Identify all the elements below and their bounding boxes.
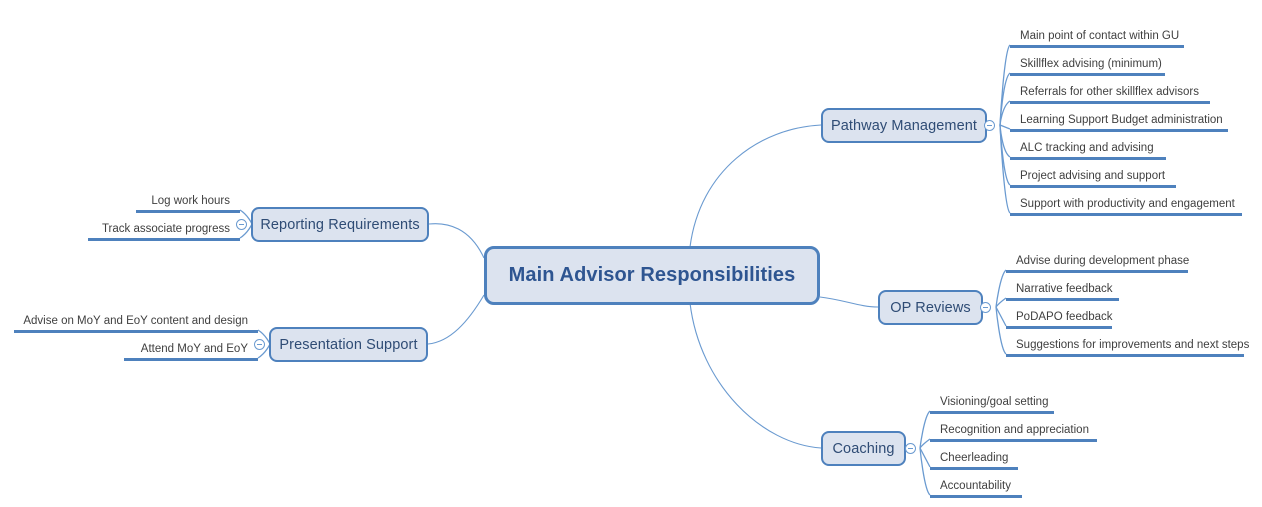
leaf-underline bbox=[1010, 213, 1242, 216]
leaf-label: Cheerleading bbox=[940, 452, 1009, 464]
collapse-toggle-presentation-support[interactable] bbox=[254, 339, 265, 350]
leaf-underline bbox=[1006, 298, 1119, 301]
leaf-label: Project advising and support bbox=[1020, 170, 1166, 182]
branch-node-reporting-requirements[interactable]: Reporting Requirements bbox=[251, 207, 429, 242]
branch-node-coaching[interactable]: Coaching bbox=[821, 431, 906, 466]
edge-coaching-child-2 bbox=[919, 447, 931, 468]
edge-coaching-child-0 bbox=[919, 410, 931, 449]
edge-root-reporting-requirements bbox=[428, 223, 485, 259]
edge-root-presentation-support bbox=[427, 294, 485, 345]
branch-node-pathway-management[interactable]: Pathway Management bbox=[821, 108, 987, 143]
branch-node-presentation-support[interactable]: Presentation Support bbox=[269, 327, 428, 362]
leaf-underline bbox=[1010, 185, 1176, 188]
leaf-node[interactable]: Attend MoY and EoY bbox=[124, 335, 258, 361]
leaf-underline bbox=[1010, 129, 1228, 132]
leaf-underline bbox=[1006, 326, 1112, 329]
edge-op-reviews-child-3 bbox=[995, 306, 1007, 355]
leaf-label: ALC tracking and advising bbox=[1020, 142, 1154, 154]
leaf-underline bbox=[124, 358, 258, 361]
leaf-underline bbox=[930, 411, 1054, 414]
edge-pathway-management-child-1 bbox=[999, 72, 1011, 126]
leaf-node[interactable]: Support with productivity and engagement bbox=[1010, 190, 1242, 216]
branch-node-label: Presentation Support bbox=[279, 336, 418, 353]
root-node[interactable]: Main Advisor Responsibilities bbox=[484, 246, 820, 305]
branch-node-label: OP Reviews bbox=[890, 299, 971, 316]
leaf-node[interactable]: Referrals for other skillflex advisors bbox=[1010, 78, 1210, 104]
leaf-node[interactable]: Visioning/goal setting bbox=[930, 388, 1054, 414]
collapse-toggle-pathway-management[interactable] bbox=[984, 120, 995, 131]
edge-coaching-child-3 bbox=[919, 447, 931, 496]
collapse-toggle-reporting-requirements[interactable] bbox=[236, 219, 247, 230]
leaf-label: Referrals for other skillflex advisors bbox=[1020, 86, 1199, 98]
leaf-node[interactable]: PoDAPO feedback bbox=[1006, 303, 1113, 329]
leaf-node[interactable]: Cheerleading bbox=[930, 444, 1018, 470]
leaf-label: Recognition and appreciation bbox=[940, 424, 1089, 436]
leaf-node[interactable]: Advise during development phase bbox=[1006, 247, 1190, 273]
edge-root-coaching bbox=[689, 302, 822, 449]
leaf-underline bbox=[930, 467, 1018, 470]
leaf-node[interactable]: Learning Support Budget administration bbox=[1010, 106, 1228, 132]
leaf-node[interactable]: Main point of contact within GU bbox=[1010, 22, 1184, 48]
leaf-underline bbox=[1006, 354, 1244, 357]
edge-coaching-child-1 bbox=[919, 438, 931, 449]
root-node-label: Main Advisor Responsibilities bbox=[508, 264, 796, 286]
edge-pathway-management-child-2 bbox=[999, 100, 1011, 126]
edge-pathway-management-child-5 bbox=[999, 124, 1011, 186]
leaf-underline bbox=[1010, 101, 1210, 104]
leaf-label: Track associate progress bbox=[101, 223, 230, 235]
collapse-toggle-coaching[interactable] bbox=[905, 443, 916, 454]
edge-pathway-management-child-0 bbox=[999, 44, 1011, 126]
leaf-label: Narrative feedback bbox=[1016, 283, 1113, 295]
leaf-label: Main point of contact within GU bbox=[1020, 30, 1180, 42]
leaf-underline bbox=[1010, 157, 1166, 160]
leaf-node[interactable]: Project advising and support bbox=[1010, 162, 1176, 188]
leaf-node[interactable]: Advise on MoY and EoY content and design bbox=[14, 307, 258, 333]
leaf-underline bbox=[136, 210, 240, 213]
edge-op-reviews-child-2 bbox=[995, 306, 1007, 327]
leaf-label: Advise on MoY and EoY content and design bbox=[23, 315, 248, 327]
leaf-label: Visioning/goal setting bbox=[940, 396, 1049, 408]
edge-pathway-management-child-6 bbox=[999, 124, 1011, 214]
leaf-label: Log work hours bbox=[151, 195, 230, 207]
edge-pathway-management-child-4 bbox=[999, 124, 1011, 158]
leaf-label: PoDAPO feedback bbox=[1016, 311, 1113, 323]
branch-node-label: Pathway Management bbox=[830, 117, 978, 134]
leaf-underline bbox=[14, 330, 258, 333]
leaf-underline bbox=[930, 439, 1097, 442]
leaf-label: Skillflex advising (minimum) bbox=[1020, 58, 1162, 70]
leaf-underline bbox=[1010, 45, 1184, 48]
branch-node-label: Coaching bbox=[832, 440, 895, 457]
branch-node-label: Reporting Requirements bbox=[260, 216, 420, 233]
edge-root-pathway-management bbox=[689, 124, 822, 248]
leaf-label: Advise during development phase bbox=[1016, 255, 1190, 267]
leaf-node[interactable]: Skillflex advising (minimum) bbox=[1010, 50, 1165, 76]
edge-op-reviews-child-0 bbox=[995, 269, 1007, 308]
leaf-label: Support with productivity and engagement bbox=[1020, 198, 1235, 210]
leaf-node[interactable]: Narrative feedback bbox=[1006, 275, 1119, 301]
leaf-underline bbox=[930, 495, 1022, 498]
collapse-toggle-op-reviews[interactable] bbox=[980, 302, 991, 313]
leaf-node[interactable]: Suggestions for improvements and next st… bbox=[1006, 331, 1249, 357]
edge-pathway-management-child-3 bbox=[999, 124, 1011, 130]
leaf-node[interactable]: Recognition and appreciation bbox=[930, 416, 1097, 442]
leaf-underline bbox=[1010, 73, 1165, 76]
leaf-label: Accountability bbox=[940, 480, 1011, 492]
leaf-underline bbox=[1006, 270, 1188, 273]
leaf-node[interactable]: ALC tracking and advising bbox=[1010, 134, 1166, 160]
leaf-node[interactable]: Accountability bbox=[930, 472, 1022, 498]
branch-node-op-reviews[interactable]: OP Reviews bbox=[878, 290, 983, 325]
leaf-label: Learning Support Budget administration bbox=[1020, 114, 1223, 126]
edge-root-op-reviews bbox=[819, 296, 879, 308]
edge-op-reviews-child-1 bbox=[995, 297, 1007, 308]
leaf-label: Suggestions for improvements and next st… bbox=[1016, 339, 1250, 351]
leaf-label: Attend MoY and EoY bbox=[140, 343, 248, 355]
leaf-node[interactable]: Track associate progress bbox=[88, 215, 240, 241]
leaf-node[interactable]: Log work hours bbox=[136, 187, 240, 213]
leaf-underline bbox=[88, 238, 240, 241]
